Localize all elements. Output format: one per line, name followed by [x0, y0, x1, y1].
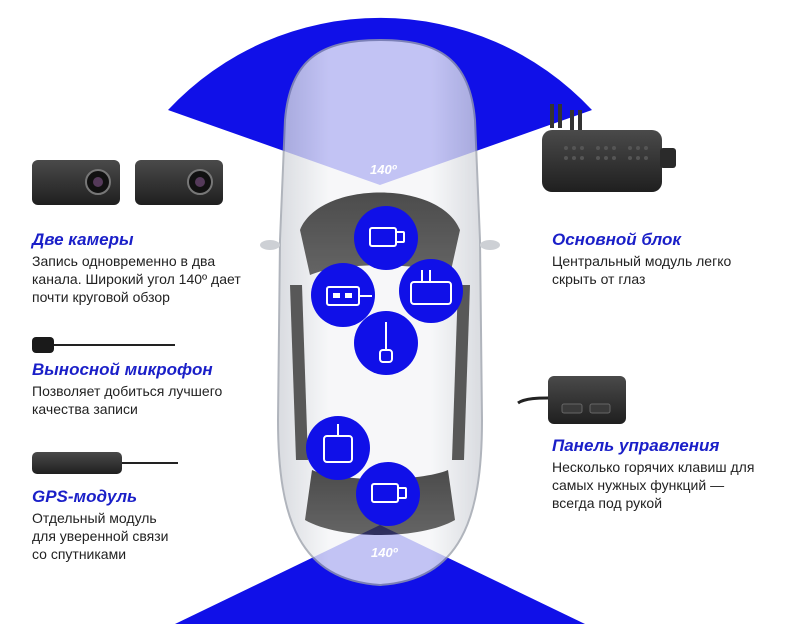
main-unit-title: Основной блок [552, 230, 682, 249]
control-panel-icon [311, 263, 375, 327]
gps-title: GPS-модуль [32, 487, 138, 506]
control-panel-description: Несколько горячих клавиш для самых нужны… [552, 459, 755, 511]
microphone-description: Позволяет добиться лучшего качества запи… [32, 383, 223, 417]
gps-module-image [32, 452, 178, 474]
microphone-image [32, 337, 175, 353]
main-unit-image [542, 104, 676, 192]
two-cameras-image [32, 160, 223, 205]
microphone-icon [354, 311, 418, 375]
front-angle-label: 140º [370, 162, 397, 177]
control-panel-title: Панель управления [552, 436, 720, 455]
gps-description: Отдельный модуль для уверенной связи со … [32, 510, 169, 562]
main-unit-description: Центральный модуль легко скрыть от глаз [552, 253, 732, 287]
gps-icon [306, 416, 370, 480]
rear-angle-label: 140º [371, 545, 398, 560]
camera-icon [354, 206, 418, 270]
microphone-title: Выносной микрофон [32, 360, 213, 379]
rear-camera-icon [356, 462, 420, 526]
cameras-description: Запись одновременно в два канала. Широки… [32, 253, 241, 305]
control-panel-image [517, 376, 626, 424]
cameras-title: Две камеры [32, 230, 134, 249]
main-unit-icon [399, 259, 463, 323]
